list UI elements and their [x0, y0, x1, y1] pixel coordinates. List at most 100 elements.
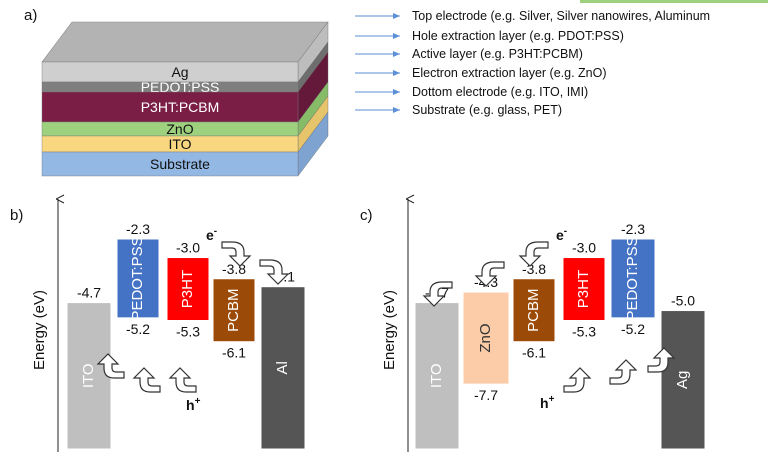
lumo-value: -3.0 — [176, 240, 200, 256]
layer-front — [41, 151, 299, 177]
energy-blocks-b: ITO -4.7 PEDOT:PSS-2.3-5.2 P3HT -3.0 -5.3 PCBM… — [67, 221, 305, 449]
energy-axis-label: Energy (eV) — [31, 290, 48, 370]
energy-block-rect — [213, 279, 255, 342]
hole-transfer-arrow — [563, 367, 592, 393]
clipped-fragment — [580, 0, 768, 3]
energy-block-rect — [611, 239, 655, 318]
annotation-item: Hole extraction layer (e.g. PDOT:PSS) — [355, 29, 624, 43]
electron-label: e- — [556, 226, 567, 243]
lumo-value: -3.8 — [522, 261, 546, 277]
energy-block-label: ZnO — [477, 323, 494, 352]
energy-block-label: PCBM — [525, 289, 542, 332]
homo-value: -5.2 — [621, 321, 645, 337]
lumo-value: -5.0 — [671, 293, 695, 309]
layer-label: P3HT:PCBM — [141, 99, 220, 115]
hole-label: h+ — [186, 396, 201, 413]
energy-blocks-c: ITO-4.7ZnO-4.3-7.7 PCBM -3.8 -6.1 P3HT -3.0 -5… — [415, 221, 705, 449]
homo-value: -5.3 — [572, 324, 596, 340]
energy-block-label: P3HT — [575, 270, 592, 308]
layer-substrate: Substrate — [41, 111, 329, 177]
annotation-text: Electron extraction layer (e.g. ZnO) — [412, 66, 607, 80]
layer-front — [41, 91, 299, 123]
energy-block-label: PEDOT:PSS — [129, 236, 146, 320]
annotation-text: Hole extraction layer (e.g. PDOT:PSS) — [412, 29, 624, 43]
homo-value: -6.1 — [522, 345, 546, 361]
electron-label: e- — [206, 226, 217, 243]
electron-transfer-arrow — [221, 241, 252, 267]
electron-transfer-arrow — [259, 259, 290, 285]
lumo-value: -4.7 — [77, 285, 101, 301]
energy-block-ito: ITO -4.7 — [67, 285, 111, 449]
panel-a-label: a) — [24, 7, 37, 24]
annotation-item: Active layer (e.g. P3HT:PCBM) — [355, 47, 583, 61]
energy-block-rect — [117, 239, 159, 318]
electron-transfer-arrow — [422, 281, 453, 307]
energy-block-ag: Ag -5.0 — [661, 293, 705, 449]
energy-block-rect — [415, 303, 459, 449]
energy-block-label: Ag — [674, 371, 691, 389]
layer-label: PEDOT:PSS — [141, 79, 220, 95]
layer-label: Substrate — [150, 156, 210, 172]
annotation-list: Top electrode (e.g. Silver, Silver nanow… — [355, 9, 710, 117]
energy-block-p3ht: P3HT -3.0 -5.3 — [167, 240, 209, 340]
annotation-text: Top electrode (e.g. Silver, Silver nanow… — [412, 9, 710, 23]
layer-label: Ag — [171, 64, 188, 80]
energy-block-rect — [563, 258, 605, 320]
energy-block-rect — [167, 258, 209, 320]
hole-transfer-arrow — [647, 347, 676, 373]
hole-transfer-arrow — [96, 353, 125, 379]
hole-transfer-arrow — [132, 367, 161, 393]
layer-zno: ZnO — [41, 81, 329, 137]
electron-transfer-arrow — [518, 241, 549, 267]
layer-label: ITO — [168, 136, 191, 152]
panel-c: c) Energy (eV) ITO-4.7ZnO-4.3-7.7PCBM-3.… — [360, 199, 705, 452]
homo-value: -7.7 — [474, 387, 498, 403]
homo-value: -5.2 — [126, 321, 150, 337]
energy-block-label: ITO — [80, 363, 97, 388]
layer-p3ht-pcbm: P3HT:PCBM — [41, 51, 329, 123]
annotation-text: Active layer (e.g. P3HT:PCBM) — [412, 47, 583, 61]
energy-block-rect — [463, 292, 509, 384]
layer-label: ZnO — [166, 121, 193, 137]
energy-block-rect — [67, 303, 111, 449]
energy-block-zno: ZnO-4.3-7.7 — [463, 274, 509, 403]
stack-top-face — [41, 21, 329, 63]
energy-block-label: ITO — [428, 363, 445, 388]
energy-block-rect — [513, 279, 555, 342]
layer-ag: Ag — [41, 21, 329, 83]
energy-block-rect — [261, 287, 305, 449]
energy-block-ito: ITO-4.7 — [415, 285, 459, 449]
energy-block-label: PEDOT:PSS — [624, 236, 641, 320]
annotation-item: Dottom electrode (e.g. ITO, IMI) — [355, 85, 588, 99]
charge-arrows-b — [96, 241, 290, 393]
annotation-text: Substrate (e.g. glass, PET) — [412, 103, 562, 117]
energy-block-label: P3HT — [179, 270, 196, 308]
lumo-value: -2.3 — [621, 221, 645, 237]
energy-block-pcbm: PCBM-3.8-6.1 — [213, 261, 255, 361]
homo-value: -6.1 — [222, 345, 246, 361]
annotation-text: Dottom electrode (e.g. ITO, IMI) — [412, 85, 588, 99]
energy-block-rect — [661, 311, 705, 449]
homo-value: -5.3 — [176, 324, 200, 340]
hole-label: h+ — [540, 394, 555, 411]
panel-c-label: c) — [360, 207, 373, 224]
hole-transfer-arrow — [168, 367, 197, 393]
energy-block-pedot-pss: PEDOT:PSS-2.3-5.2 — [117, 221, 159, 337]
annotation-item: Top electrode (e.g. Silver, Silver nanow… — [355, 9, 710, 23]
lumo-value: -3.0 — [572, 240, 596, 256]
layer-ito: ITO — [41, 95, 329, 153]
energy-block-pedot-pss: PEDOT:PSS-2.3 -5.2 — [611, 221, 655, 337]
annotation-item: Substrate (e.g. glass, PET) — [355, 103, 562, 117]
hole-transfer-arrow — [609, 359, 638, 385]
energy-block-label: PCBM — [225, 289, 242, 332]
electron-transfer-arrow — [474, 261, 505, 287]
energy-block-p3ht: P3HT -3.0 -5.3 — [563, 240, 605, 340]
energy-block-pcbm: PCBM -3.8 -6.1 — [513, 261, 555, 361]
charge-arrows-c — [422, 241, 676, 393]
energy-block-al: Al-4.1 — [261, 269, 305, 449]
